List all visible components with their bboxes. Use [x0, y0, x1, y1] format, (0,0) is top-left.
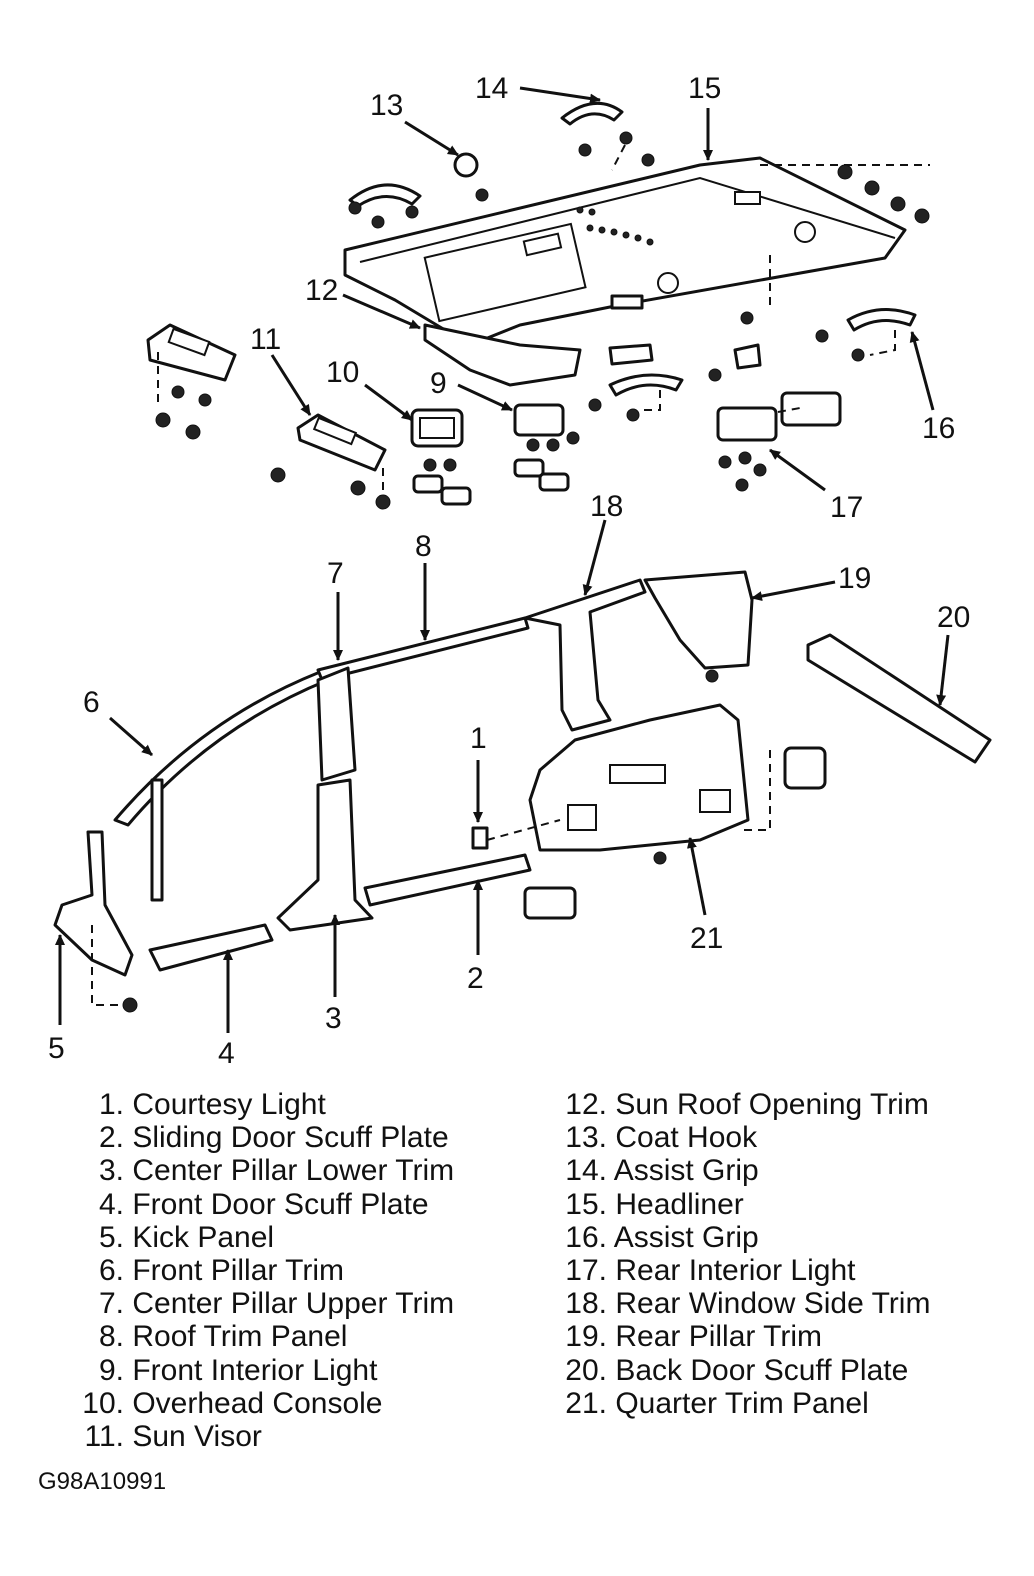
callout-labels: 1 2 3 4 5 6 7 8 9 10 11 12 13 14 15 16 1…: [48, 72, 970, 1070]
callout-20: 20: [937, 601, 970, 634]
legend-item: 5. Kick Panel: [98, 1220, 275, 1254]
sliding-door-scuff-plate: [363, 853, 532, 907]
callout-8: 8: [415, 530, 432, 563]
legend-item: 4. Front Door Scuff Plate: [98, 1187, 429, 1221]
legend-item: 11. Sun Visor: [84, 1420, 262, 1454]
callout-14: 14: [475, 72, 508, 105]
callout-16: 16: [922, 412, 955, 445]
callout-1: 1: [470, 722, 487, 755]
figure-code: G98A10991: [38, 1468, 167, 1495]
callout-6: 6: [83, 686, 100, 719]
legend-item: 13. Coat Hook: [565, 1121, 758, 1155]
front-door-scuff-plate: [148, 923, 274, 972]
kick-panel: [53, 830, 134, 977]
callout-19: 19: [838, 562, 871, 595]
legend-item: 2. Sliding Door Scuff Plate: [98, 1121, 449, 1155]
center-pillar-lower: [276, 778, 374, 932]
callout-3: 3: [325, 1002, 342, 1035]
leader-arrows: [55, 86, 950, 1033]
lower-dash-lines: [91, 750, 771, 1006]
callout-4: 4: [218, 1037, 235, 1070]
callout-11: 11: [250, 323, 281, 356]
legend-item: 20. Back Door Scuff Plate: [565, 1353, 909, 1387]
legend-item: 12. Sun Roof Opening Trim: [565, 1088, 929, 1121]
callout-17: 17: [830, 491, 863, 524]
callout-5: 5: [48, 1032, 65, 1065]
rear-window-side-trim: [523, 578, 647, 732]
courtesy-light: [471, 826, 489, 850]
legend-right-column: 12. Sun Roof Opening Trim 13. Coat Hook …: [555, 1088, 930, 1420]
rear-vent: [783, 746, 827, 790]
front-pillar-strip: [150, 778, 164, 902]
callout-10: 10: [326, 356, 359, 389]
legend-item: 16. Assist Grip: [565, 1220, 759, 1254]
exploded-view-diagram: 1 2 3 4 5 6 7 8 9 10 11 12 13 14 15 16 1…: [48, 72, 992, 1070]
headliner-hardware: [348, 101, 930, 422]
callout-2: 2: [467, 962, 484, 995]
callout-9: 9: [430, 367, 447, 400]
legend-item: 19. Rear Pillar Trim: [565, 1320, 823, 1354]
sun-visors: [146, 323, 391, 510]
legend-item: 8. Roof Trim Panel: [98, 1320, 348, 1354]
back-door-scuff-plate: [806, 633, 992, 764]
front-pillar-trim: [113, 670, 330, 827]
callout-12: 12: [305, 274, 338, 307]
sunroof-trim: [423, 323, 582, 387]
headliner: [343, 156, 930, 347]
legend-item: 6. Front Pillar Trim: [98, 1254, 345, 1288]
legend-item: 1. Courtesy Light: [98, 1088, 326, 1121]
callout-7: 7: [327, 557, 344, 590]
lower-vent: [523, 886, 577, 920]
legend-item: 15. Headliner: [565, 1187, 744, 1221]
legend-item: 9. Front Interior Light: [98, 1353, 378, 1387]
legend-left-column: 1. Courtesy Light 2. Sliding Door Scuff …: [72, 1088, 454, 1453]
legend-item: 14. Assist Grip: [565, 1154, 759, 1188]
legend-item: 17. Rear Interior Light: [565, 1254, 856, 1288]
roof-trim-panel: [316, 616, 530, 682]
lower-fasteners: [122, 669, 719, 1013]
interior-lights: [410, 391, 842, 506]
legend-item: 7. Center Pillar Upper Trim: [98, 1287, 455, 1321]
callout-15: 15: [688, 72, 721, 105]
callout-18: 18: [590, 490, 623, 523]
center-pillar-upper: [316, 666, 357, 782]
legend-item: 10. Overhead Console: [82, 1386, 383, 1420]
rear-pillar-trim: [643, 570, 754, 670]
callout-21: 21: [690, 922, 723, 955]
legend-item: 21. Quarter Trim Panel: [565, 1386, 869, 1420]
callout-13: 13: [370, 89, 403, 122]
legend-item: 3. Center Pillar Lower Trim: [98, 1154, 455, 1188]
legend-item: 18. Rear Window Side Trim: [565, 1287, 931, 1321]
